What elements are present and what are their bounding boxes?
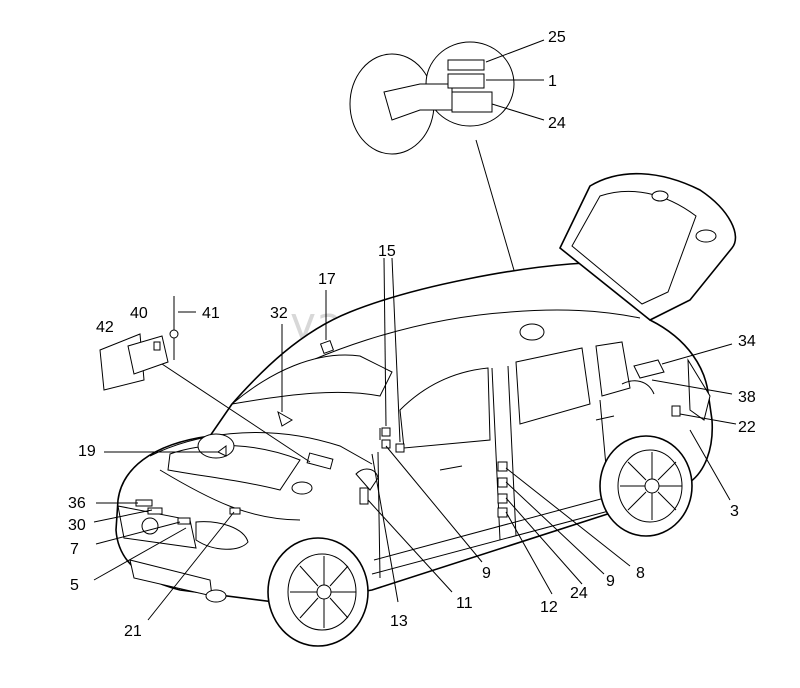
label-19 (217, 445, 227, 457)
label-30 (147, 507, 163, 515)
parts-leader (161, 363, 311, 463)
callout-7: 7 (70, 541, 79, 558)
front-spokes (290, 556, 356, 628)
front-wheel (267, 537, 369, 647)
front-door-window (399, 367, 491, 449)
callout-9-front: 9 (482, 565, 491, 582)
callout-25: 25 (548, 29, 566, 46)
roof-antenna-base (519, 323, 545, 341)
callout-32: 32 (270, 305, 288, 322)
callout-40: 40 (130, 305, 148, 322)
label-12 (497, 507, 508, 518)
callout-42: 42 (96, 319, 114, 336)
tailgate-handle (695, 229, 717, 243)
callout-24-pillar: 24 (570, 585, 588, 602)
label-15-b (395, 443, 405, 453)
label-22 (671, 405, 681, 417)
label-19-hood (306, 452, 334, 470)
callout-15: 15 (378, 243, 396, 260)
callout-1: 1 (548, 73, 557, 90)
label-17 (319, 339, 335, 355)
label-9-front (381, 439, 391, 449)
label-15-a (381, 427, 391, 437)
windshield (230, 354, 393, 405)
front-door-handle (439, 465, 463, 471)
callout-24-top: 24 (548, 115, 566, 132)
callout-19: 19 (78, 443, 96, 460)
reservoir-cap (291, 481, 313, 495)
rear-door-window (515, 347, 591, 425)
door-sill (371, 507, 621, 575)
rear-wheel (599, 435, 693, 537)
callout-3: 3 (730, 503, 739, 520)
callout-9-pillar: 9 (606, 573, 615, 590)
label-1 (447, 73, 485, 89)
tailgate-lamp (651, 190, 669, 202)
label-38 (621, 380, 655, 395)
fog-light (205, 589, 227, 603)
label-11 (359, 487, 369, 505)
callout-21: 21 (124, 623, 142, 640)
loose-parts (99, 296, 311, 463)
label-7 (177, 517, 191, 525)
label-32 (277, 410, 293, 427)
callout-numbers: 25 1 24 15 17 32 40 41 42 34 38 22 19 3 … (68, 29, 756, 640)
callout-41: 41 (202, 305, 220, 322)
labels-on-car (135, 339, 681, 525)
callout-30: 30 (68, 517, 86, 534)
front-door-edge (377, 451, 381, 579)
label-25 (447, 59, 485, 71)
label-34 (633, 359, 665, 379)
callout-13: 13 (390, 613, 408, 630)
label-8 (497, 461, 508, 472)
leader-lines (93, 39, 737, 621)
vw-badge (141, 517, 159, 535)
label-21 (229, 507, 241, 515)
callout-12: 12 (540, 599, 558, 616)
hood-crease (159, 469, 301, 521)
callout-5: 5 (70, 577, 79, 594)
label-36 (135, 499, 153, 507)
hood-line (149, 432, 373, 465)
strut-top (197, 433, 235, 459)
callout-22: 22 (738, 419, 756, 436)
quarter-window (595, 341, 631, 397)
label-24-pillar (497, 493, 508, 504)
callout-34: 34 (738, 333, 756, 350)
rear-lamp (687, 358, 711, 421)
callout-38: 38 (738, 389, 756, 406)
rear-spokes (620, 452, 682, 520)
label-24-visor (451, 91, 493, 113)
side-mirror (355, 468, 379, 491)
callout-8: 8 (636, 565, 645, 582)
label-9-pillar (497, 477, 508, 488)
part-41-head (169, 329, 179, 339)
front-hub (316, 584, 332, 600)
rear-door-handle (595, 415, 615, 421)
callout-17: 17 (318, 271, 336, 288)
car-body (115, 261, 714, 605)
tailgate (559, 172, 737, 321)
callout-36: 36 (68, 495, 86, 512)
callout-11: 11 (456, 595, 473, 612)
sun-visor-detail (349, 41, 533, 333)
rear-hub (644, 478, 660, 494)
part-40-tab (153, 341, 161, 351)
